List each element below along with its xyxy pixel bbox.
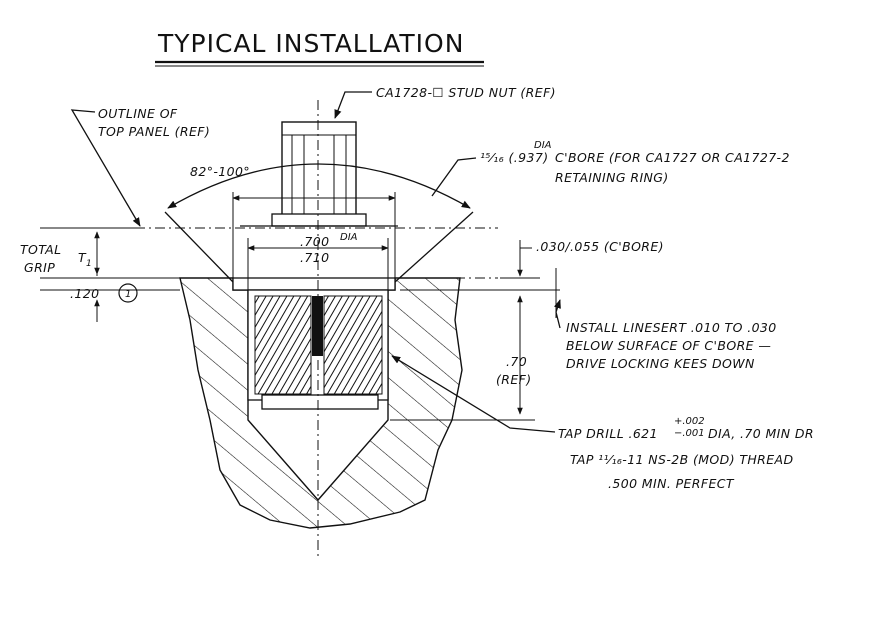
tap-note-1b: DIA, .70 MIN DR (708, 426, 814, 441)
outline-label-1: OUTLINE OF (98, 106, 178, 121)
outline-leader (70, 109, 141, 227)
tap-tol-top: +.002 (674, 416, 705, 427)
drawing-title: TYPICAL INSTALLATION (157, 29, 464, 58)
tap-note-1: TAP DRILL .621 (558, 426, 658, 441)
t1-label: T1 (78, 250, 92, 269)
outline-label-2: TOP PANEL (REF) (98, 124, 210, 139)
note-flag-label: 1 (125, 289, 131, 300)
total-grip-2: GRIP (24, 260, 55, 275)
insert-threads (247, 289, 389, 410)
dim-120-label: .120 (70, 286, 99, 301)
cbore-label-2: RETAINING RING) (555, 170, 669, 185)
tap-tol-bot: −.001 (674, 428, 705, 439)
stud-nut (240, 121, 398, 227)
bore-dia-top: .700 (300, 234, 329, 249)
tap-leader (391, 355, 556, 433)
cbore-depth-dim (400, 240, 560, 291)
install-note-1: INSTALL LINESERT .010 TO .030 (566, 320, 777, 335)
bore-dia-bot: .710 (300, 250, 329, 265)
cbore-leader (431, 157, 477, 197)
countersink-angle (164, 163, 474, 283)
total-grip-1: TOTAL (20, 242, 61, 257)
depth-70-label: .70 (506, 354, 527, 369)
note-flag-circle (118, 283, 138, 303)
cbore-label-1: C'BORE (FOR CA1727 OR CA1727-2 (555, 150, 790, 165)
stud-nut-label: CA1728-☐ STUD NUT (REF) (376, 85, 556, 100)
t1-sub: 1 (86, 259, 92, 269)
angle-label: 82°-100° (190, 164, 250, 179)
install-note-2: BELOW SURFACE OF C'BORE — (566, 338, 771, 353)
stud-nut-leader (334, 91, 372, 119)
cbore-dia-sup: DIA (534, 140, 552, 151)
tap-note-2: TAP ¹¹⁄₁₆-11 NS-2B (MOD) THREAD (570, 452, 794, 467)
depth-70-dim (390, 268, 557, 421)
tap-note-3: .500 MIN. PERFECT (608, 476, 735, 491)
bore-dia-sup: DIA (340, 232, 358, 243)
counterbore-recess (232, 277, 396, 291)
t1-main: T (78, 250, 87, 265)
install-leader (553, 299, 561, 329)
depth-70-ref: (REF) (496, 372, 532, 387)
total-grip-dim (40, 227, 180, 322)
install-note-3: DRIVE LOCKING KEES DOWN (566, 356, 755, 371)
cbore-depth-label: .030/.055 (C'BORE) (536, 239, 664, 254)
cbore-dia-label: ¹⁵⁄₁₆ (.937) (480, 150, 549, 165)
